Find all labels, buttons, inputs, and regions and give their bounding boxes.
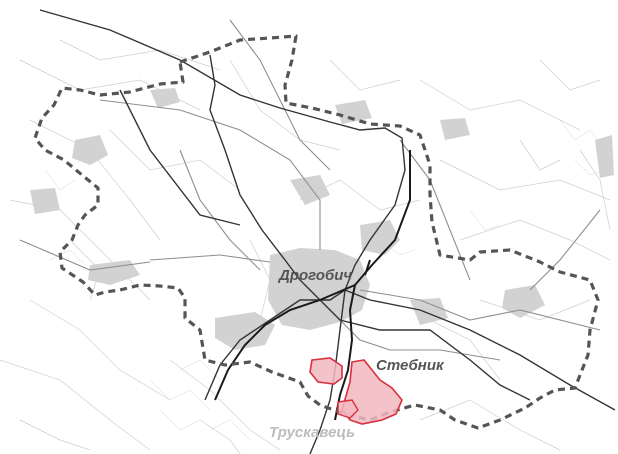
minor-roads: [0, 39, 611, 454]
stebnyk-area-west: [309, 357, 343, 385]
stebnyk-area-south: [337, 399, 359, 419]
main-roads: [39, 9, 616, 454]
stebnyk-highlight: [309, 357, 403, 425]
label-main-city: Дрогобич: [277, 267, 352, 284]
community-boundary: [33, 34, 600, 430]
railway-lines: [214, 150, 411, 421]
label-selected-town: Стебник: [376, 357, 445, 374]
label-neighbor-town: Трускавець: [269, 424, 355, 441]
